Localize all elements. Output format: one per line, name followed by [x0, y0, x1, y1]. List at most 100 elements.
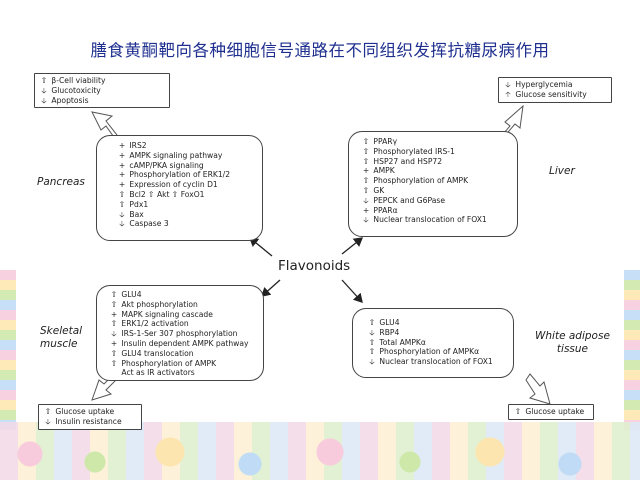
liver-mechanism-list: ⇧ PPARγ⇧ Phosphorylated IRS-1⇧ HSP27 and… [361, 137, 511, 225]
list-item-text: Bax [129, 209, 144, 219]
list-item: 🡣 PEPCK and G6Pase [361, 196, 511, 206]
list-item: 🡣 Hyperglycemia [503, 80, 607, 90]
list-item-text: GLU4 translocation [121, 348, 194, 358]
decorative-left-border [0, 270, 16, 430]
list-item: ⇧ GLU4 translocation [109, 349, 257, 359]
list-item-text: Caspase 3 [129, 219, 169, 229]
list-item: + AMPK [361, 166, 511, 176]
list-item: 🡣 RBP4 [367, 328, 507, 338]
list-item-text: ERK1/2 activation [121, 319, 189, 329]
skeletal-mechanism-list: ⇧ GLU4⇧ Akt phosphorylation+ MAPK signal… [109, 290, 257, 378]
list-item: 🡣 Caspase 3 [117, 219, 256, 229]
pancreas-mechanism-list: + IRS2+ AMPK signaling pathway+ cAMP/PKA… [117, 141, 256, 229]
decorative-bottom-band [0, 422, 640, 480]
list-item-marker: + [118, 141, 126, 150]
tissue-label-skeletal-line2: muscle [40, 338, 78, 350]
tissue-label-pancreas: Pancreas [37, 176, 85, 188]
tissue-label-white-adipose-line1: White adipose [535, 330, 610, 342]
list-item: 🡣 Nuclear translocation of FOX1 [361, 215, 511, 225]
tissue-label-liver: Liver [549, 165, 575, 177]
list-item-marker: 🡣 [41, 95, 47, 105]
list-item-marker: + [110, 338, 118, 348]
list-item-marker: + [362, 166, 370, 176]
list-item: ⇧ Pdx1 [117, 200, 256, 210]
arrow-to-skeletal [261, 279, 281, 297]
adipose-outcome-box: ⇧ Glucose uptake [508, 404, 594, 420]
list-item-text: Insulin resistance [55, 416, 122, 426]
list-item-marker: ⇧ [362, 146, 370, 156]
list-item: 🡣 Insulin resistance [43, 417, 137, 427]
list-item-text: Apoptosis [51, 95, 89, 105]
list-item: + cAMP/PKA signaling [117, 161, 256, 171]
list-item-marker: ⇧ [44, 407, 52, 416]
list-item-marker: 🡣 [363, 195, 369, 205]
list-item-marker: + [118, 150, 126, 160]
list-item-text: AMPK signaling pathway [129, 150, 223, 160]
list-item-marker: ⇧ [362, 176, 370, 186]
list-item-text: PEPCK and G6Pase [373, 195, 446, 205]
list-item-text: Insulin dependent AMPK pathway [121, 338, 249, 348]
list-item-marker: ⇧ [362, 185, 370, 195]
list-item: ⇧ HSP27 and HSP72 [361, 157, 511, 167]
list-item-marker: ⇧ [514, 407, 522, 416]
arrow-to-adipose [341, 279, 363, 303]
list-item-text: GLU4 [379, 318, 400, 327]
list-item-marker: 🡣 [505, 80, 511, 89]
list-item-text: Phosphorylation of AMPK [121, 358, 217, 368]
list-item-text: Phosphorylation of AMPKα [379, 347, 480, 357]
list-item: + AMPK signaling pathway [117, 151, 256, 161]
list-item-text: PPARγ [373, 137, 398, 146]
list-item-marker: 🡡 [505, 89, 511, 99]
decorative-right-border [624, 270, 640, 430]
block-arrow-adipose [525, 373, 551, 405]
list-item: 🡡 Glucose sensitivity [503, 90, 607, 100]
list-item-marker: ⇧ [368, 337, 376, 347]
list-item: ⇧ GK [361, 186, 511, 196]
arrow-to-pancreas [248, 237, 273, 257]
list-item-text: Nuclear translocation of FOX1 [373, 215, 487, 225]
list-item: 🡣 Nuclear translocation of FOX1 [367, 357, 507, 367]
list-item-text: Glucose uptake [525, 407, 585, 416]
skeletal-outcome-box: ⇧ Glucose uptake🡣 Insulin resistance [38, 404, 142, 430]
list-item-text: GLU4 [121, 290, 142, 299]
list-item-marker: 🡣 [369, 327, 375, 337]
list-item-text: MAPK signaling cascade [121, 309, 213, 319]
slide-title: 膳食黄酮靶向各种细胞信号通路在不同组织发挥抗糖尿病作用 [90, 41, 550, 60]
list-item: + PPARα [361, 206, 511, 216]
list-item-marker: ⇧ [110, 299, 118, 309]
list-item: ⇧ Total AMPKα [367, 338, 507, 348]
list-item-marker: + [118, 160, 126, 170]
list-item: ⇧ β-Cell viability [39, 76, 165, 86]
list-item-marker: 🡣 [119, 209, 125, 219]
list-item-text: Bcl2 ⇧ Akt ⇧ FoxO1 [129, 189, 205, 199]
list-item-text: Pdx1 [129, 199, 149, 209]
pancreas-outcome-list: ⇧ β-Cell viability🡣 Glucotoxicity🡣 Apopt… [39, 76, 165, 105]
list-item: 🡣 Bax [117, 210, 256, 220]
pancreas-outcome-box: ⇧ β-Cell viability🡣 Glucotoxicity🡣 Apopt… [34, 73, 170, 109]
list-item: ⇧ Glucose uptake [513, 407, 589, 417]
list-item: 🡣 Glucotoxicity [39, 86, 165, 96]
list-item: + IRS2 [117, 141, 256, 151]
tissue-label-skeletal-muscle: Skeletal muscle [40, 325, 82, 351]
list-item: ⇧ ERK1/2 activation [109, 319, 257, 329]
list-item-text: RBP4 [379, 327, 400, 337]
list-item-marker: ⇧ [362, 156, 370, 166]
list-item-marker: 🡣 [369, 357, 375, 367]
list-item-text: Act as IR activators [121, 368, 195, 378]
tissue-label-skeletal-line1: Skeletal [40, 325, 83, 337]
list-item: + MAPK signaling cascade [109, 310, 257, 320]
list-item-marker: + [362, 205, 370, 215]
tissue-label-white-adipose: White adipose tissue [535, 330, 610, 356]
list-item: + Expression of cyclin D1 [117, 180, 256, 190]
list-item-text: β-Cell viability [51, 76, 106, 85]
list-item-text: Nuclear translocation of FOX1 [379, 357, 493, 367]
list-item-marker: + [118, 180, 126, 190]
skeletal-outcome-list: ⇧ Glucose uptake🡣 Insulin resistance [43, 407, 137, 427]
list-item-text: GK [373, 185, 385, 195]
pancreas-mechanism-box: + IRS2+ AMPK signaling pathway+ cAMP/PKA… [96, 135, 263, 241]
list-item-text: AMPK [373, 166, 395, 176]
adipose-mechanism-box: ⇧ GLU4🡣 RBP4⇧ Total AMPKα⇧ Phosphorylati… [352, 308, 514, 378]
list-item-marker: ⇧ [110, 319, 118, 329]
arrow-to-liver [341, 237, 364, 255]
